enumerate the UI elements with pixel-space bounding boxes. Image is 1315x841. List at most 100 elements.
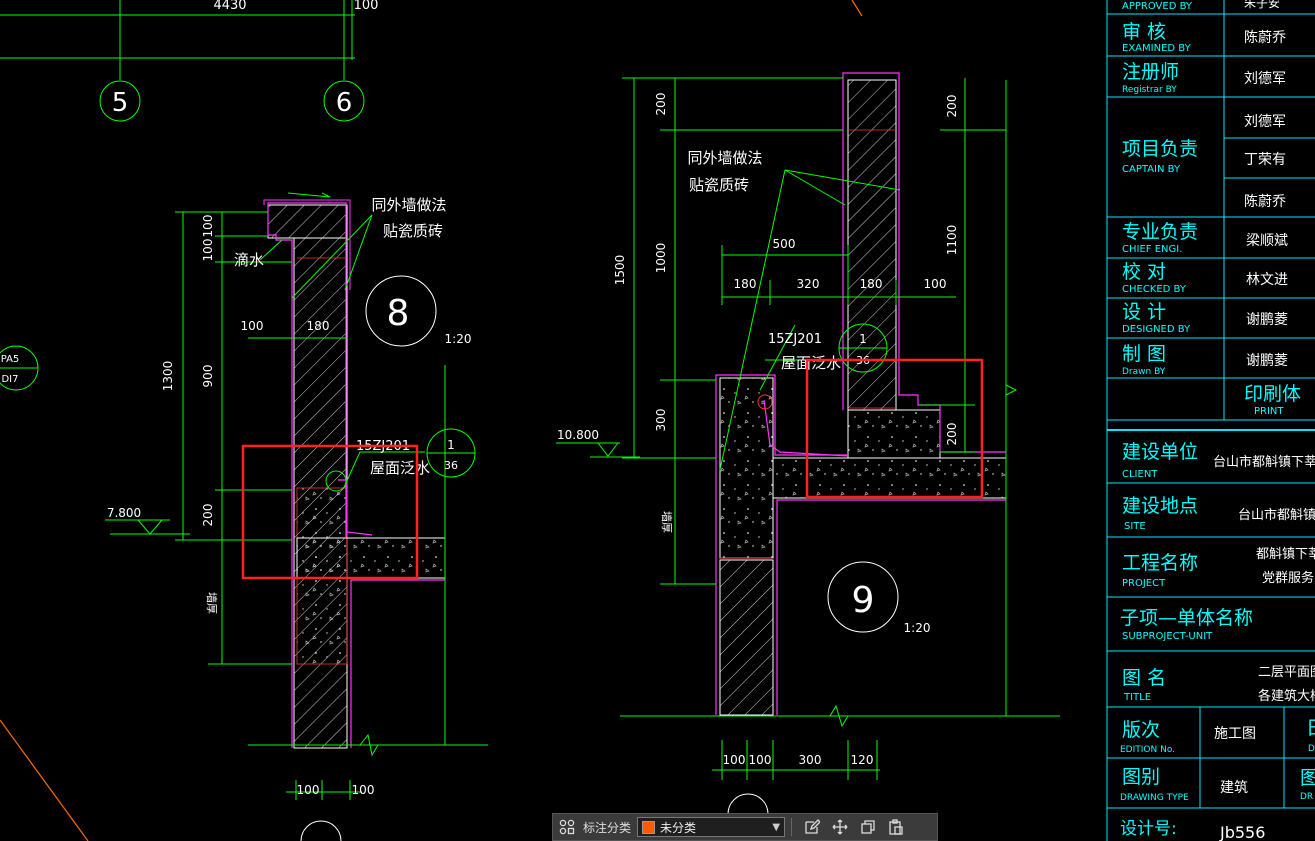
d8-ref-top: 1 [447, 438, 455, 452]
d8-side-label: 墙厚 [205, 592, 219, 614]
stray-line-top [851, 0, 863, 17]
d8-bottom-dim-100b: 100 [352, 783, 375, 797]
tb-client-en: CLIENT [1122, 469, 1158, 480]
tb-registrar-name: 刘德军 [1244, 71, 1286, 87]
d9-ref-top: 1 [859, 332, 867, 346]
grid-icon[interactable] [553, 814, 581, 840]
tb-drawn-name: 谢鹏菱 [1246, 353, 1288, 369]
d9-bottom-dim-100a: 100 [723, 753, 746, 767]
tb-project-value1: 都斛镇下莘村 [1256, 547, 1315, 562]
tb-chief-name: 梁顺斌 [1246, 233, 1288, 249]
tb-project-cn: 工程名称 [1122, 552, 1198, 574]
tb-examined-name: 陈蔚乔 [1244, 29, 1286, 46]
d9-detail-number: 9 [852, 580, 875, 621]
tb-title-value2: 各建筑大样 [1258, 688, 1315, 704]
d9-right-dim-200b: 200 [945, 423, 959, 446]
d9-note-line2: 贴瓷质砖 [689, 176, 749, 194]
tb-site-value: 台山市都斛镇下莘 [1238, 507, 1315, 523]
tb-registrar-cn: 注册师 [1122, 61, 1179, 83]
axis-label-6: 6 [336, 88, 353, 118]
d8-dim-180: 180 [307, 319, 330, 333]
tb-print-en: PRINT [1254, 406, 1284, 417]
tb-chief-en: CHIEF ENGI. [1122, 244, 1182, 255]
category-select[interactable]: 未分类 ▼ [637, 817, 786, 837]
detail-9-drawing [556, 72, 1060, 835]
di-label: DI7 [1, 374, 18, 385]
d8-dim-100b: 100 [201, 239, 215, 262]
d9-dim-200-top: 200 [654, 93, 668, 116]
category-selected-value: 未分类 [660, 820, 697, 835]
tb-title-cn: 图 名 [1122, 667, 1166, 689]
tb-edition-value: 施工图 [1214, 726, 1256, 742]
tb-title-value1: 二层平面图 [1258, 665, 1315, 680]
tb-designed-cn: 设 计 [1122, 301, 1166, 323]
d8-level: 7.800 [107, 506, 141, 520]
tb-subproject-cn: 子项—单体名称 [1120, 607, 1253, 629]
tb-project-en: PROJECT [1122, 578, 1166, 589]
detail-8-drawing [105, 192, 488, 841]
annotation-toolbar: 标注分类 未分类 ▼ [552, 813, 938, 841]
tb-edition-right: 日 [1306, 717, 1315, 739]
d8-dim-200: 200 [201, 504, 215, 527]
d9-dim-300: 300 [654, 409, 668, 432]
d9-bottom-dim-300: 300 [799, 753, 822, 767]
d9-dim-180b: 180 [860, 277, 883, 291]
tb-subproject-en: SUBPROJECT-UNIT [1122, 631, 1213, 642]
tb-examined-cn: 审 核 [1122, 21, 1166, 43]
category-color-swatch [642, 820, 656, 834]
d8-note-line2: 贴瓷质砖 [383, 222, 443, 240]
tb-designed-name: 谢鹏菱 [1246, 312, 1288, 328]
d9-level: 10.800 [557, 428, 599, 442]
d9-bottom-dim-100b: 100 [749, 753, 772, 767]
d9-right-dim-1100: 1100 [945, 225, 959, 256]
move-icon[interactable] [826, 814, 854, 840]
tb-captain-name-2: 丁荣有 [1244, 152, 1286, 168]
d8-scale: 1:20 [445, 332, 472, 346]
chevron-down-icon: ▼ [772, 821, 781, 833]
tb-type-value: 建筑 [1220, 780, 1248, 796]
grid-dim-right-text: 100 [354, 0, 379, 13]
d9-ref-code: 15ZJ201 [768, 332, 822, 347]
copy-icon[interactable] [854, 814, 882, 840]
d9-dim-1500: 1500 [613, 255, 627, 286]
highlight-box-detail8 [241, 444, 419, 580]
tb-site-cn: 建设地点 [1122, 495, 1198, 517]
paste-icon[interactable] [882, 814, 910, 840]
tb-edition-right-en: D [1308, 744, 1315, 754]
d9-dim-100: 100 [924, 277, 947, 291]
d8-ref-bottom: 36 [444, 459, 458, 472]
d9-dim-500: 500 [773, 237, 796, 251]
tb-checked-en: CHECKED BY [1122, 284, 1187, 295]
tb-print-cn: 印刷体 [1244, 383, 1301, 405]
toolbar-divider [791, 818, 793, 836]
tb-type-en: DRAWING TYPE [1120, 793, 1189, 803]
tb-checked-cn: 校 对 [1122, 261, 1166, 283]
d8-note-line1: 同外墙做法 [371, 196, 446, 214]
d9-ref-text: 屋面泛水 [781, 354, 841, 372]
tb-design-no-cn: 设计号: [1120, 819, 1177, 839]
d9-right-dim-200: 200 [945, 95, 959, 118]
tb-approved-label: APPROVED BY [1122, 1, 1193, 12]
tb-project-value2: 党群服务中 [1262, 570, 1315, 586]
category-label: 标注分类 [583, 820, 632, 835]
d9-bottom-dim-120: 120 [851, 753, 874, 767]
d8-dim-100a: 100 [201, 215, 215, 238]
tb-edition-en: EDITION No. [1120, 745, 1175, 755]
tb-drawn-cn: 制 图 [1122, 343, 1166, 365]
d9-dim-180a: 180 [734, 277, 757, 291]
tb-approved-name: 朱子安 [1244, 0, 1280, 10]
edit-icon[interactable] [798, 814, 826, 840]
tb-client-cn: 建设单位 [1122, 441, 1198, 463]
tb-captain-name-3: 陈蔚乔 [1244, 193, 1286, 210]
tb-checked-name: 林文进 [1246, 272, 1288, 288]
d8-ref-text: 屋面泛水 [370, 459, 430, 477]
tb-edition-cn: 版次 [1122, 719, 1160, 741]
d9-note-line1: 同外墙做法 [687, 149, 762, 167]
d8-dim-900: 900 [201, 365, 215, 388]
d9-scale: 1:20 [904, 621, 931, 635]
grid-axes [0, 0, 365, 122]
stray-line-left [0, 719, 89, 841]
tb-type-right-en: DR [1300, 792, 1313, 802]
grid-dim-text: 4430 [213, 0, 246, 13]
